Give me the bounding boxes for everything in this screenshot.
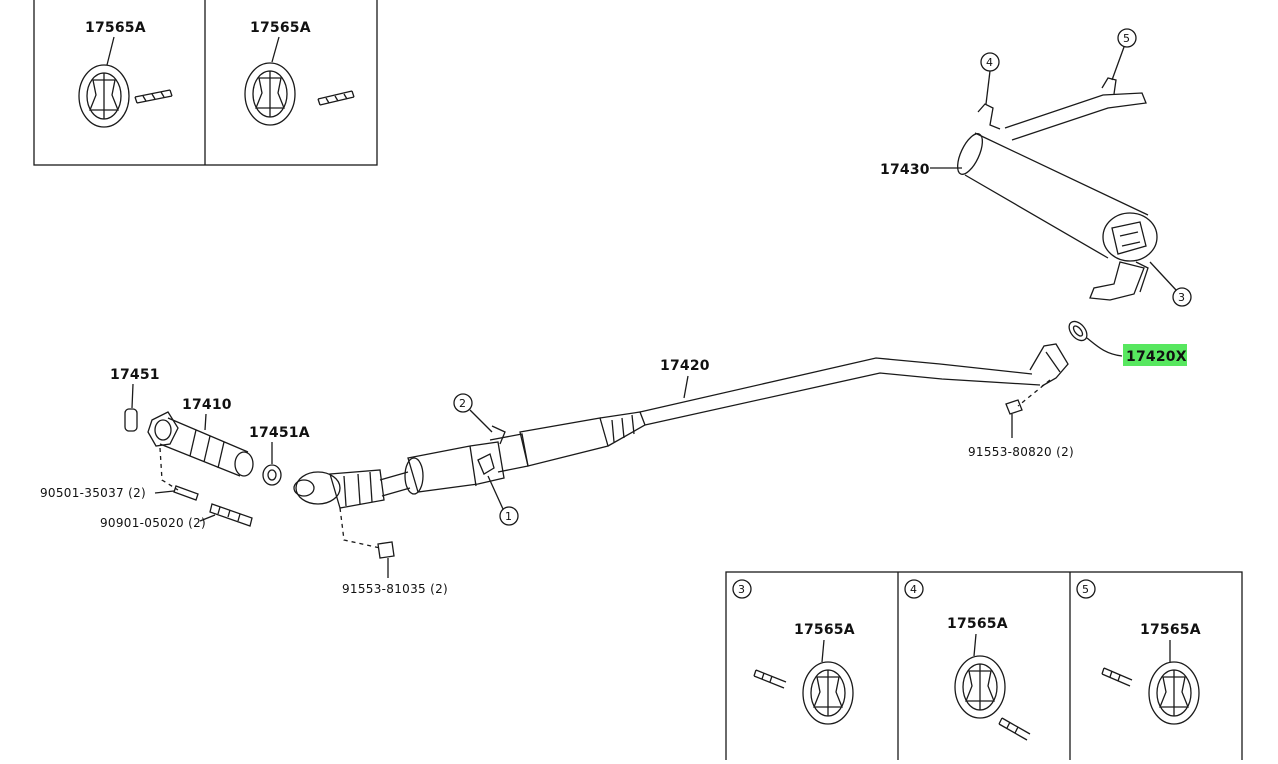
part-label-17420: 17420 bbox=[660, 358, 710, 374]
muffler-assembly: 17430 4 5 3 bbox=[880, 28, 1192, 307]
part-label-17565a: 17565A bbox=[250, 20, 311, 36]
part-label-17420x: 17420X bbox=[1126, 349, 1187, 365]
part-label-17451a: 17451A bbox=[249, 425, 310, 441]
inset-top-left: 17565A 17565A bbox=[33, 0, 378, 166]
inset-cell-2: 17565A bbox=[244, 20, 355, 126]
inset-cell-3: 3 17565A bbox=[732, 579, 855, 725]
callout-2: 2 bbox=[459, 397, 466, 410]
hanger-rubber-icon bbox=[802, 661, 854, 725]
pin-icon bbox=[1101, 667, 1133, 687]
callout-1: 1 bbox=[505, 510, 512, 523]
pin-icon bbox=[753, 669, 787, 689]
pin-icon bbox=[317, 90, 355, 106]
bolt-91553-81035: 91553-81035 (2) bbox=[339, 507, 448, 596]
part-label-17565a: 17565A bbox=[1140, 622, 1201, 638]
gasket-17451a-icon bbox=[262, 464, 282, 486]
center-pipe-assembly: 17420 2 1 bbox=[293, 343, 1069, 526]
inset-cell-1: 17565A bbox=[78, 20, 173, 128]
highlight-box bbox=[1123, 344, 1187, 366]
part-label-17430: 17430 bbox=[880, 162, 930, 178]
pin-icon bbox=[998, 717, 1031, 741]
part-label-17565a: 17565A bbox=[85, 20, 146, 36]
part-label-90501-35037: 90501-35037 (2) bbox=[40, 486, 146, 500]
gasket-17451-icon bbox=[124, 408, 138, 432]
stud-icon bbox=[209, 503, 253, 527]
callout-4: 4 bbox=[910, 583, 917, 596]
inset-frame bbox=[725, 571, 1243, 764]
callout-3: 3 bbox=[738, 583, 745, 596]
part-label-17565a: 17565A bbox=[794, 622, 855, 638]
bolt-91553-80820: 91553-80820 (2) bbox=[968, 379, 1074, 459]
callout-5: 5 bbox=[1123, 32, 1130, 45]
gasket-17420x: 17420X bbox=[1068, 320, 1187, 366]
stud-icon bbox=[173, 485, 199, 501]
inset-bottom-right: 3 17565A 4 17565A bbox=[725, 571, 1243, 764]
inset-cell-5: 5 17565A bbox=[1076, 579, 1201, 725]
pin-icon bbox=[134, 89, 173, 104]
part-label-17410: 17410 bbox=[182, 397, 232, 413]
callout-5: 5 bbox=[1082, 583, 1089, 596]
part-label-91553-81035: 91553-81035 (2) bbox=[342, 582, 448, 596]
part-label-17565a: 17565A bbox=[947, 616, 1008, 632]
hanger-rubber-icon bbox=[244, 62, 296, 126]
callout-3: 3 bbox=[1178, 291, 1185, 304]
part-label-91553-80820: 91553-80820 (2) bbox=[968, 445, 1074, 459]
hanger-rubber-icon bbox=[954, 655, 1006, 719]
part-label-90901-05020: 90901-05020 (2) bbox=[100, 516, 206, 530]
inset-cell-4: 4 17565A bbox=[904, 579, 1031, 741]
hanger-rubber-icon bbox=[78, 64, 130, 128]
part-label-17451: 17451 bbox=[110, 367, 160, 383]
hanger-rubber-icon bbox=[1148, 661, 1200, 725]
muffler-body bbox=[964, 132, 1149, 259]
front-pipe-assembly: 17451 17410 17451A 90501-35037 (2) 90901… bbox=[40, 367, 310, 530]
callout-4: 4 bbox=[986, 56, 993, 69]
